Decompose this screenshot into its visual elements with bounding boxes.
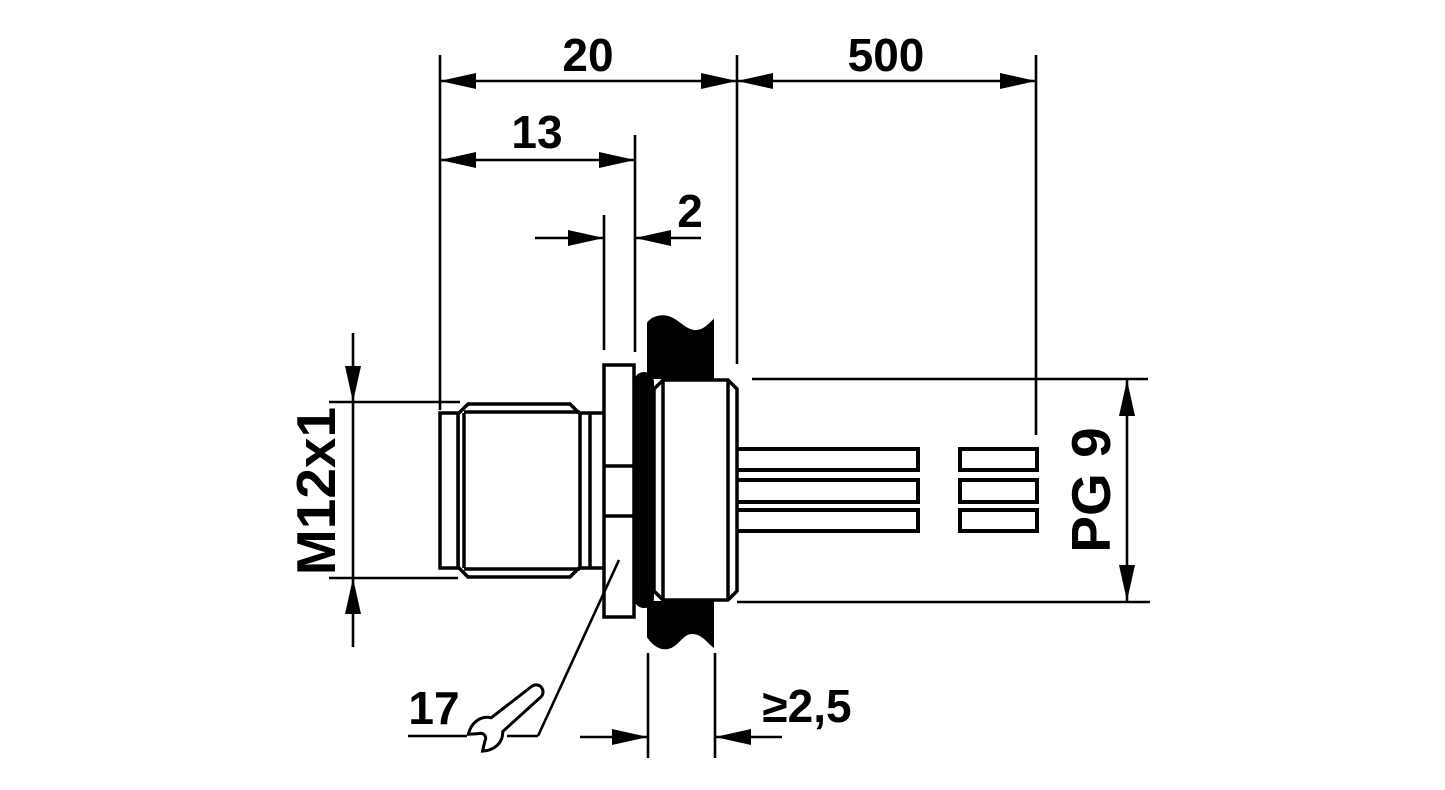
wire-bundle [724,447,1039,533]
connector-body [456,402,582,579]
arrowhead-left-icon [715,729,751,745]
arrowhead-down-icon [345,366,361,402]
thread-neck [580,411,604,570]
panel-wall-bottom [647,601,714,650]
dim-housing-length-label: 20 [562,29,613,81]
wire [724,447,920,472]
wrench-size-label: 17 [408,682,459,734]
arrowhead-right-icon [701,73,737,89]
arrowhead-left-icon [635,230,671,246]
wire [958,478,1039,504]
panel-wall-top [647,315,714,379]
open-end-wrench-icon [466,683,545,753]
wire [958,508,1039,533]
dim-thread-length-label: 13 [511,106,562,158]
arrowhead-right-icon [1000,73,1036,89]
wire [724,478,920,504]
dim-panel-thickness-label: ≥2,5 [762,680,851,732]
wire [724,508,920,533]
dim-wire-length-label: 500 [848,29,925,81]
arrowhead-up-icon [345,578,361,614]
dim-back-thread-label: PG 9 [1060,427,1122,552]
arrowhead-down-icon [1119,565,1135,601]
arrowhead-right-icon [599,152,635,168]
flange-washer [602,363,636,619]
arrowhead-left-icon [737,73,773,89]
dim-front-thread: M12x1 [285,333,460,647]
arrowhead-right-icon [612,729,648,745]
wrench-size-callout: 17 [408,559,621,753]
hex-nut [652,378,739,602]
arrowhead-left-icon [440,152,476,168]
wire [958,447,1039,472]
arrowhead-right-icon [568,230,604,246]
arrowhead-up-icon [1119,380,1135,416]
leader-line [536,559,621,737]
dim-front-thread-label: M12x1 [285,407,347,575]
dim-flange-thickness: 2 [535,185,703,246]
dim-wire-length: 500 [737,29,1036,89]
connector-front-lip [438,411,460,570]
dim-back-thread: PG 9 [737,377,1150,604]
dim-housing-length: 20 [440,29,737,89]
o-ring-seal [634,372,654,608]
dim-thread-length: 13 [440,106,635,168]
dim-panel-thickness: ≥2,5 [580,653,852,758]
dim-flange-thickness-label: 2 [677,185,703,237]
arrowhead-left-icon [440,73,476,89]
